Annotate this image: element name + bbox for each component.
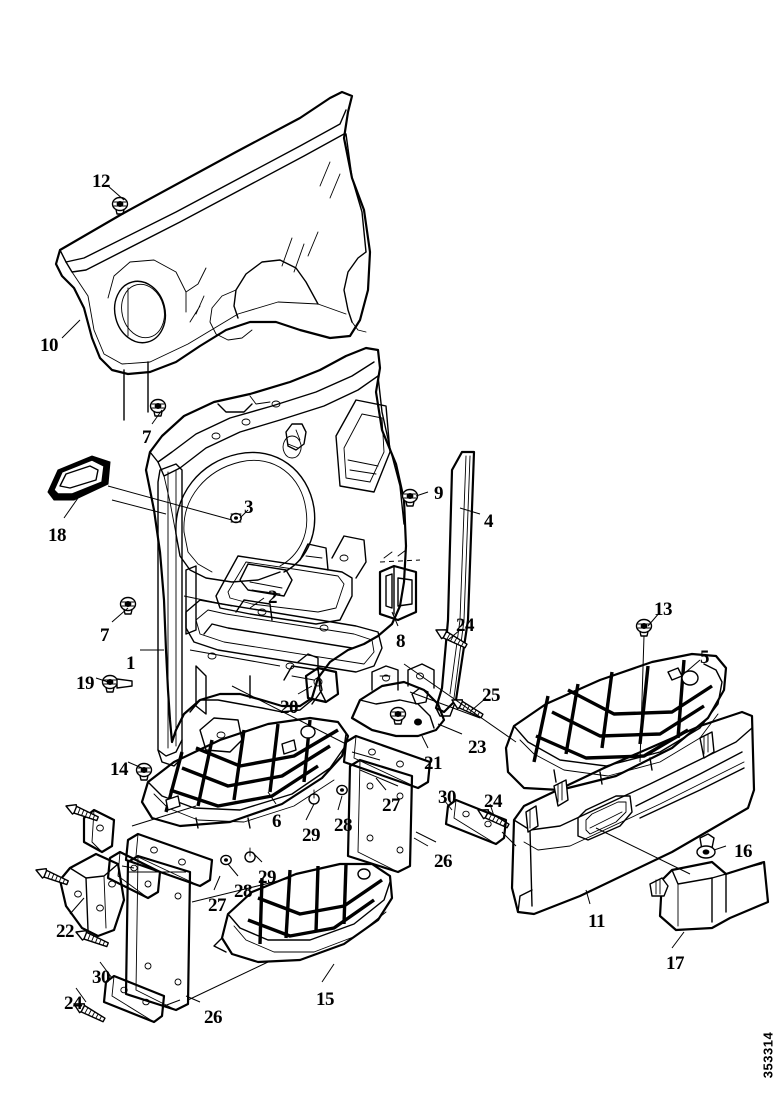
part-19-bolt: [101, 674, 133, 693]
callout-5: 5: [700, 647, 710, 668]
callout-10: 10: [40, 335, 59, 356]
part-28-nut-a: [336, 784, 348, 796]
callout-2: 2: [268, 587, 278, 608]
callout-24-a: 24: [456, 615, 475, 636]
callout-18: 18: [48, 525, 67, 546]
part-20-hinge-bracket: [297, 653, 340, 704]
callout-8: 8: [396, 631, 406, 652]
callout-25: 25: [482, 685, 501, 706]
part-14-bolt: [135, 762, 153, 781]
part-30-strap-upper: [444, 798, 508, 846]
callout-9: 9: [434, 483, 444, 504]
callout-27-a: 27: [382, 795, 401, 816]
callout-19: 19: [76, 673, 95, 694]
drawing-number: 353314: [760, 1016, 776, 1094]
part-18-cover: [47, 455, 111, 501]
callout-26-b: 26: [204, 1007, 223, 1028]
callout-27-b: 27: [208, 895, 227, 916]
callout-13: 13: [654, 599, 673, 620]
part-8-support-bracket: [378, 549, 421, 622]
part-5-upper-step: [504, 652, 728, 792]
callout-21: 21: [424, 753, 443, 774]
callout-28-a: 28: [334, 815, 353, 836]
callout-24-c: 24: [64, 993, 83, 1014]
part-22-screw-c: [73, 926, 111, 951]
part-30-strap-lower: [102, 974, 166, 1024]
part-27-strap-upper: [342, 734, 432, 790]
callout-30-a: 30: [438, 787, 457, 808]
callout-20: 20: [280, 697, 299, 718]
callout-6: 6: [272, 811, 282, 832]
callout-7-lower: 7: [100, 625, 110, 646]
callout-24-b: 24: [484, 791, 503, 812]
part-22-triangular-bracket: [58, 808, 162, 938]
part-10-upper-cab-panel: [54, 90, 372, 421]
part-21-step-bracket: [350, 663, 446, 738]
callout-17: 17: [666, 953, 685, 974]
part-16-bolt: [696, 833, 716, 859]
part-6-mid-step: [140, 716, 350, 829]
part-13-bolt: [635, 618, 653, 763]
callout-11: 11: [588, 911, 605, 932]
part-3-bolt: [230, 512, 242, 524]
part-1-inner-cab-panel: [144, 346, 408, 753]
part-29-washer-a: [308, 789, 320, 805]
callout-22: 22: [56, 921, 75, 942]
callout-12: 12: [92, 171, 111, 192]
callout-23: 23: [468, 737, 487, 758]
callout-16: 16: [734, 841, 753, 862]
callout-3: 3: [244, 497, 254, 518]
part-29-washer-b: [244, 847, 256, 863]
callout-29-a: 29: [302, 825, 321, 846]
callout-30-b: 30: [92, 967, 111, 988]
callout-14: 14: [110, 759, 129, 780]
leader-lines: [61, 185, 727, 1007]
callout-29-b: 29: [258, 867, 277, 888]
part-7-bolt-lower: [119, 596, 137, 615]
drawing-number-text: 353314: [760, 1031, 776, 1079]
part-11-fender: [510, 710, 756, 916]
callout-7-upper: 7: [142, 427, 152, 448]
part-1-left-edge-strip: [157, 463, 197, 767]
part-28-nut-b: [220, 854, 232, 866]
part-26-mount-plate-upper: [346, 758, 414, 874]
callout-28-b: 28: [234, 881, 253, 902]
callout-26-a: 26: [434, 851, 453, 872]
part-7-bolt-upper: [149, 398, 167, 417]
callout-1: 1: [126, 653, 136, 674]
part-27-strap-lower: [124, 832, 214, 888]
callout-4: 4: [484, 511, 494, 532]
part-17-mudflap-bracket: [649, 860, 770, 932]
part-15-lower-step: [213, 862, 394, 964]
callout-15: 15: [316, 989, 335, 1010]
